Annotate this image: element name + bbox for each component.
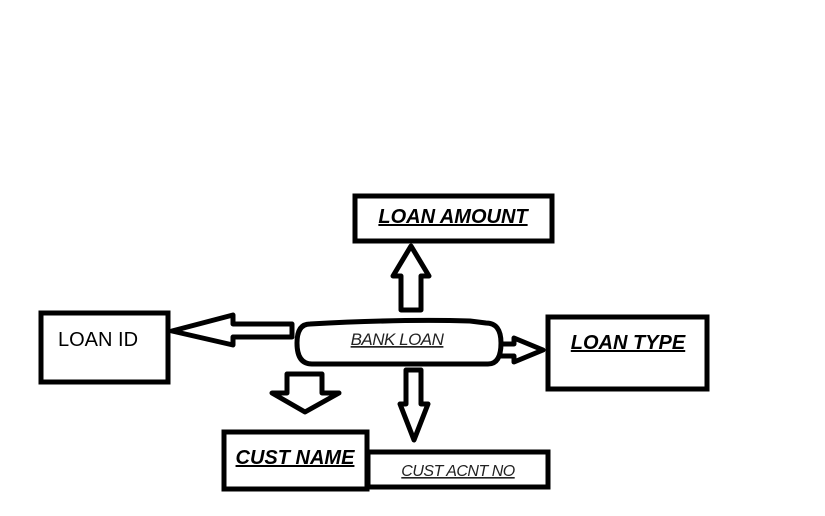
arrow-left-loan-id bbox=[169, 312, 295, 348]
node-loan-amount: LOAN AMOUNT bbox=[352, 193, 555, 244]
center-bank-loan-label: BANK LOAN bbox=[351, 330, 445, 349]
node-loan-id: LOAN ID bbox=[38, 310, 171, 385]
center-bank-loan: BANK LOAN bbox=[294, 317, 504, 367]
node-cust-acnt-no-label: CUST ACNT NO bbox=[401, 463, 514, 480]
node-cust-name-label: CUST NAME bbox=[236, 447, 356, 469]
node-loan-amount-label: LOAN AMOUNT bbox=[378, 206, 529, 228]
arrow-down-cust-name bbox=[269, 371, 342, 415]
arrow-down-cust-acnt-no bbox=[397, 367, 431, 443]
node-cust-name: CUST NAME bbox=[221, 429, 370, 492]
node-loan-type: LOAN TYPE bbox=[545, 314, 710, 392]
node-cust-acnt-no: CUST ACNT NO bbox=[365, 449, 551, 490]
arrow-up-loan-amount bbox=[390, 243, 432, 313]
node-loan-id-label: LOAN ID bbox=[58, 329, 138, 351]
node-loan-type-label: LOAN TYPE bbox=[571, 332, 686, 354]
